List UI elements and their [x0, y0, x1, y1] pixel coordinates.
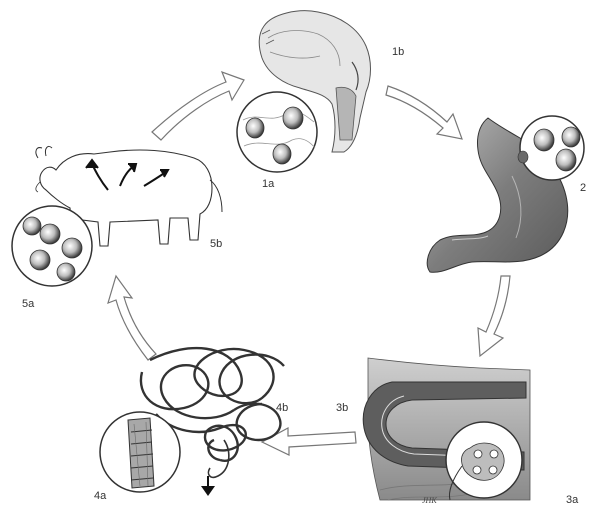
label-3a: 3a — [566, 494, 578, 506]
excysting-cyst — [556, 149, 576, 171]
cycle-arrow-1-to-2 — [386, 86, 462, 139]
label-3b: 3b — [336, 402, 348, 414]
label-5b: 5b — [210, 238, 222, 250]
stage-5a-cyst-inset — [12, 206, 92, 286]
stage-4a-segment-inset — [100, 412, 180, 492]
cysticercus — [57, 263, 75, 281]
excysting-cyst — [534, 129, 554, 151]
label-1b: 1b — [392, 46, 404, 58]
excysting-cyst — [562, 127, 580, 147]
label-1a: 1a — [262, 178, 274, 190]
label-5a: 5a — [22, 298, 34, 310]
cyst — [283, 107, 303, 129]
label-4a: 4a — [94, 490, 106, 502]
label-4b: 4b — [276, 402, 288, 414]
cysticercus — [30, 250, 50, 270]
artist-signature: JHK — [422, 496, 437, 505]
cysticercus — [40, 224, 60, 244]
label-2: 2 — [580, 182, 586, 194]
cycle-arrow-5-to-1 — [152, 72, 244, 140]
cyst — [246, 118, 264, 138]
cysticercus — [62, 238, 82, 258]
cycle-arrow-4-to-5 — [108, 276, 156, 360]
cycle-arrow-2-to-3 — [478, 276, 510, 356]
stage-1a-cyst-inset — [237, 92, 317, 172]
cysticercus — [23, 217, 41, 235]
cyst — [273, 144, 291, 164]
proglottid-shedding-arrow — [201, 476, 215, 496]
